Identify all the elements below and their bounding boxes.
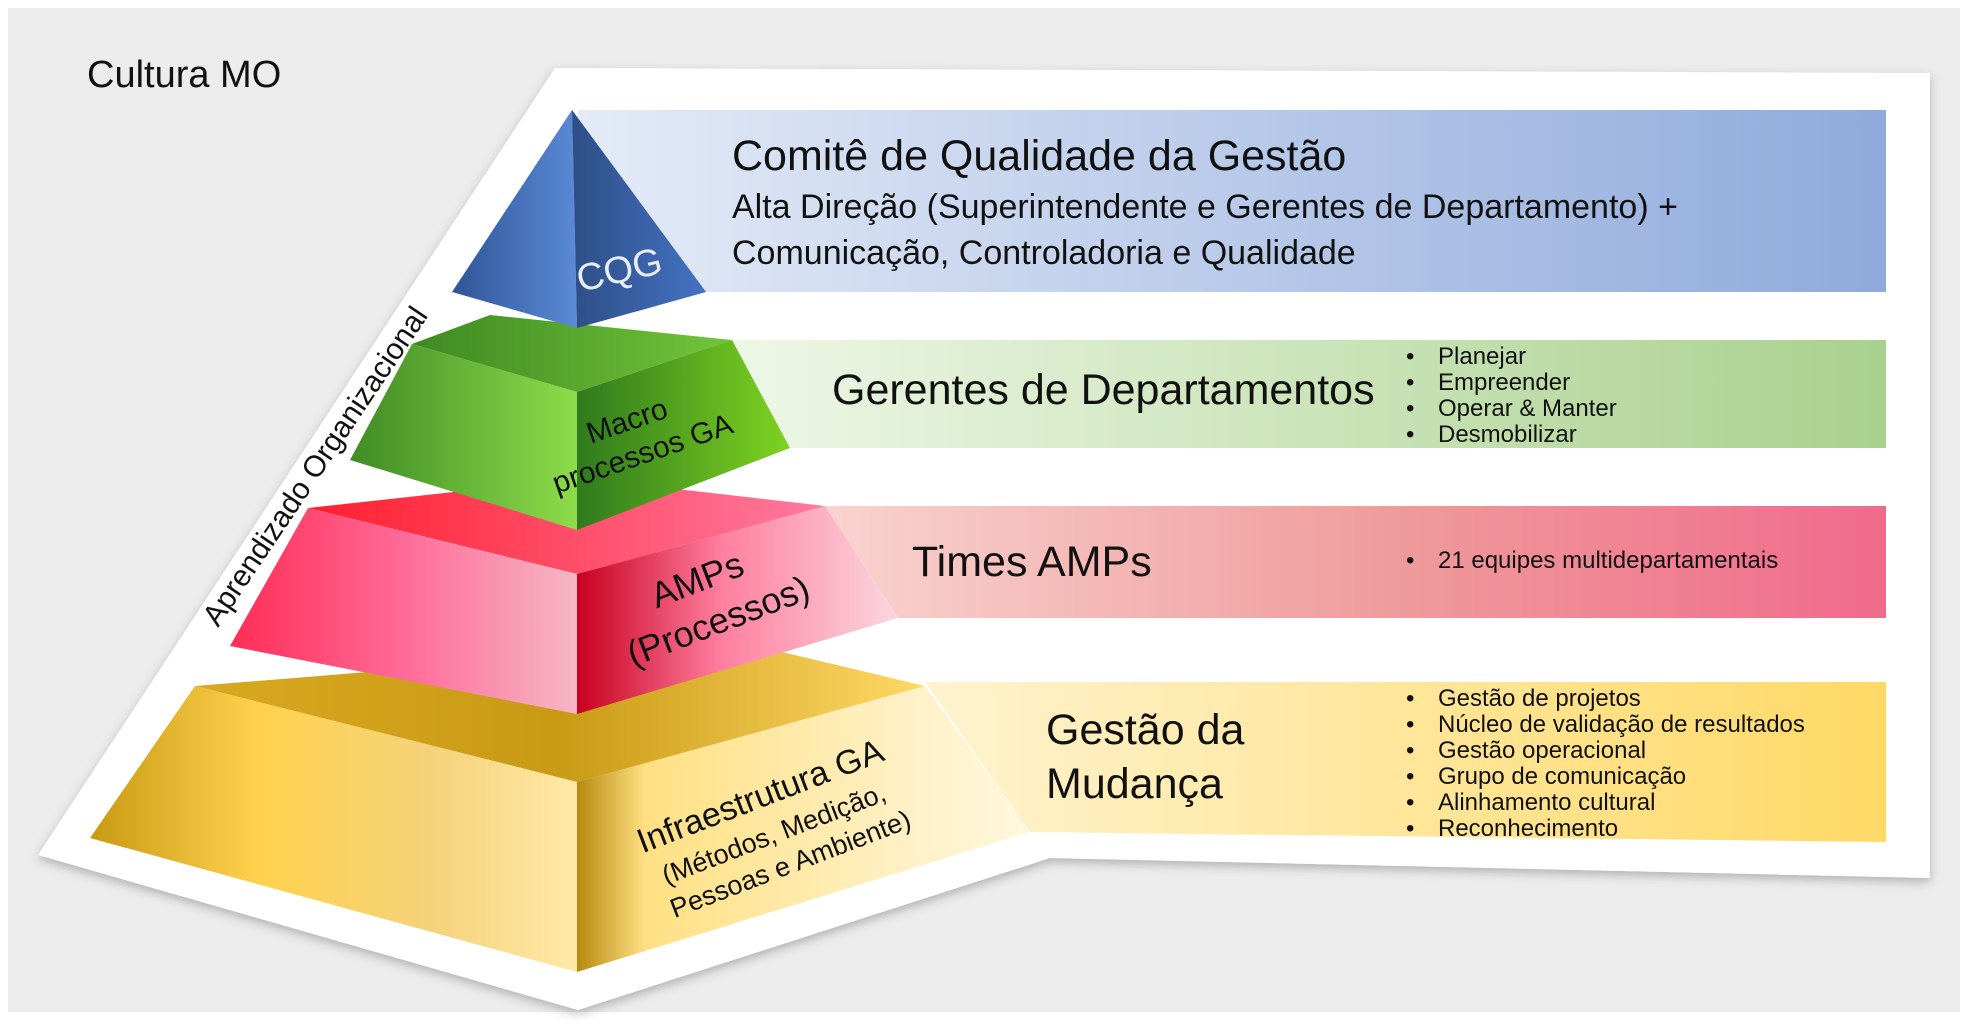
band-tier-1 [578, 110, 1886, 292]
bullet-dot: • [1406, 421, 1414, 448]
bullet-item: Operar & Manter [1438, 395, 1617, 422]
band-line-2: Comunicação, Controladoria e Qualidade [732, 234, 1356, 272]
band-tier-3 [825, 506, 1886, 618]
pyramid-tier-1 [452, 110, 706, 328]
bullet-item: Reconhecimento [1438, 815, 1618, 842]
bullet-dot: • [1406, 711, 1414, 738]
svg-text:•: • [1406, 789, 1414, 816]
bullet-dot: • [1406, 685, 1414, 712]
bullet-item: Núcleo de validação de resultados [1438, 711, 1805, 738]
svg-text:•: • [1406, 395, 1414, 422]
svg-text:•: • [1406, 737, 1414, 764]
band-title-tier-1: Comitê de Qualidade da Gestão [732, 132, 1346, 180]
band-tier-2 [732, 340, 1886, 448]
bullet-item: 21 equipes multidepartamentais [1438, 547, 1778, 574]
pyramid-tier-4 [90, 642, 1030, 972]
svg-text:•: • [1406, 369, 1414, 396]
band-line-1: Alta Direção (Superintendente e Gerentes… [732, 188, 1678, 226]
bullet-dot: • [1406, 369, 1414, 396]
band-title-tier-4: Gestão da Mudança [1046, 706, 1256, 808]
bullet-item: Planejar [1438, 343, 1526, 370]
svg-text:•: • [1406, 343, 1414, 370]
svg-text:•: • [1406, 421, 1414, 448]
bullets-tier-4: • Gestão de projetos • Núcleo de validaç… [1406, 685, 1805, 842]
svg-text:•: • [1406, 547, 1414, 574]
pyramid-tier-2 [350, 315, 790, 530]
bullet-dot: • [1406, 815, 1414, 842]
band-title-tier-3: Times AMPs [912, 538, 1152, 586]
band-title-tier-2: Gerentes de Departamentos [832, 366, 1375, 414]
diagram-title: Cultura MO [87, 54, 281, 96]
bullet-dot: • [1406, 343, 1414, 370]
bullet-item: Desmobilizar [1438, 421, 1577, 448]
bullet-item: Empreender [1438, 369, 1570, 396]
svg-text:•: • [1406, 711, 1414, 738]
bullet-dot: • [1406, 547, 1414, 574]
svg-text:•: • [1406, 815, 1414, 842]
bullet-item: Alinhamento cultural [1438, 789, 1655, 816]
bullet-item: Grupo de comunicação [1438, 763, 1686, 790]
bullet-dot: • [1406, 789, 1414, 816]
bullet-dot: • [1406, 737, 1414, 764]
bullet-dot: • [1406, 395, 1414, 422]
bullets-tier-2: • Planejar • Empreender • Operar & Mante… [1406, 343, 1617, 448]
bullets-tier-3: • 21 equipes multidepartamentais [1406, 547, 1778, 574]
bullet-dot: • [1406, 763, 1414, 790]
bullet-item: Gestão de projetos [1438, 685, 1641, 712]
svg-text:•: • [1406, 763, 1414, 790]
svg-text:•: • [1406, 685, 1414, 712]
bullet-item: Gestão operacional [1438, 737, 1646, 764]
band-tier-4 [925, 682, 1886, 842]
